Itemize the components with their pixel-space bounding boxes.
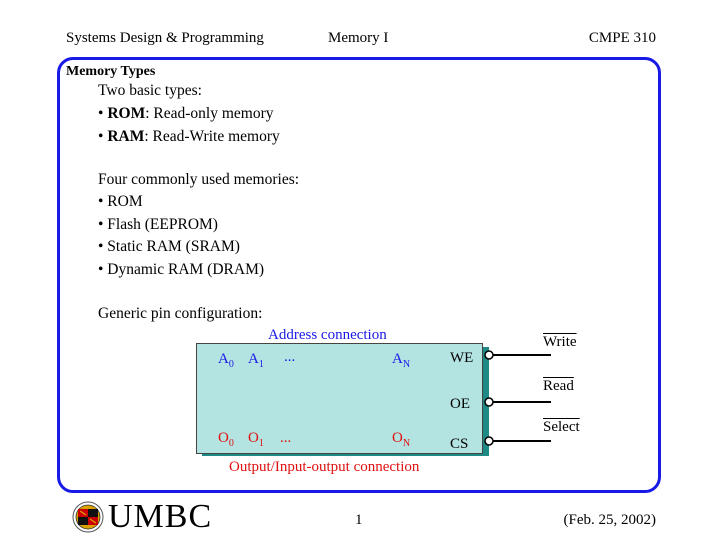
footer-date: (Feb. 25, 2002)	[563, 512, 657, 528]
pin-on: ON	[392, 430, 411, 449]
bubble-write	[484, 350, 494, 360]
pin-cs: CS	[450, 436, 469, 452]
umbc-logo: UMBC	[72, 498, 212, 536]
pin-an: AN	[392, 351, 411, 370]
memory-chip	[196, 343, 483, 454]
bullet-rom-desc: : Read-only memory	[145, 105, 274, 122]
pin-we: WE	[450, 350, 474, 366]
pin-address-ellipsis: ...	[284, 349, 296, 365]
address-connection-label: Address connection	[268, 327, 387, 343]
signal-read: Read	[543, 378, 574, 394]
common-item: • Dynamic RAM (DRAM)	[98, 261, 265, 278]
common-heading: Four commonly used memories:	[98, 171, 300, 188]
bullet-ram-name: RAM	[107, 128, 145, 145]
io-connection-label: Output/Input-output connection	[229, 459, 420, 475]
signal-write: Write	[543, 334, 577, 350]
logo-text: UMBC	[108, 498, 213, 535]
slide-title: Memory Types	[66, 64, 156, 79]
bubble-read	[484, 397, 494, 407]
header-lecture-title: Memory I	[328, 30, 389, 46]
header-course-title: Systems Design & Programming	[66, 30, 264, 46]
bubble-select	[484, 436, 494, 446]
signal-select: Select	[543, 419, 580, 435]
common-item: • Static RAM (SRAM)	[98, 238, 240, 255]
bullet-rom-name: ROM	[107, 105, 146, 122]
pin-o1: O1	[248, 430, 264, 449]
intro-text: Two basic types:	[98, 82, 202, 99]
bullet-rom: • ROM: Read-only memory	[98, 105, 274, 122]
common-item: • Flash (EEPROM)	[98, 216, 218, 233]
pin-a1: A1	[248, 351, 264, 370]
common-item: • ROM	[98, 193, 143, 210]
pin-a0: A0	[218, 351, 234, 370]
pin-output-ellipsis: ...	[280, 430, 292, 446]
header-course-code: CMPE 310	[588, 30, 656, 46]
pin-o0: O0	[218, 430, 234, 449]
page-number: 1	[355, 512, 363, 528]
bullet-ram-desc: : Read-Write memory	[144, 128, 280, 145]
pin-oe: OE	[450, 396, 470, 412]
bullet-ram: • RAM: Read-Write memory	[98, 128, 280, 145]
content-frame	[57, 57, 661, 493]
pin-heading: Generic pin configuration:	[98, 305, 263, 322]
umbc-seal-icon	[72, 501, 104, 533]
